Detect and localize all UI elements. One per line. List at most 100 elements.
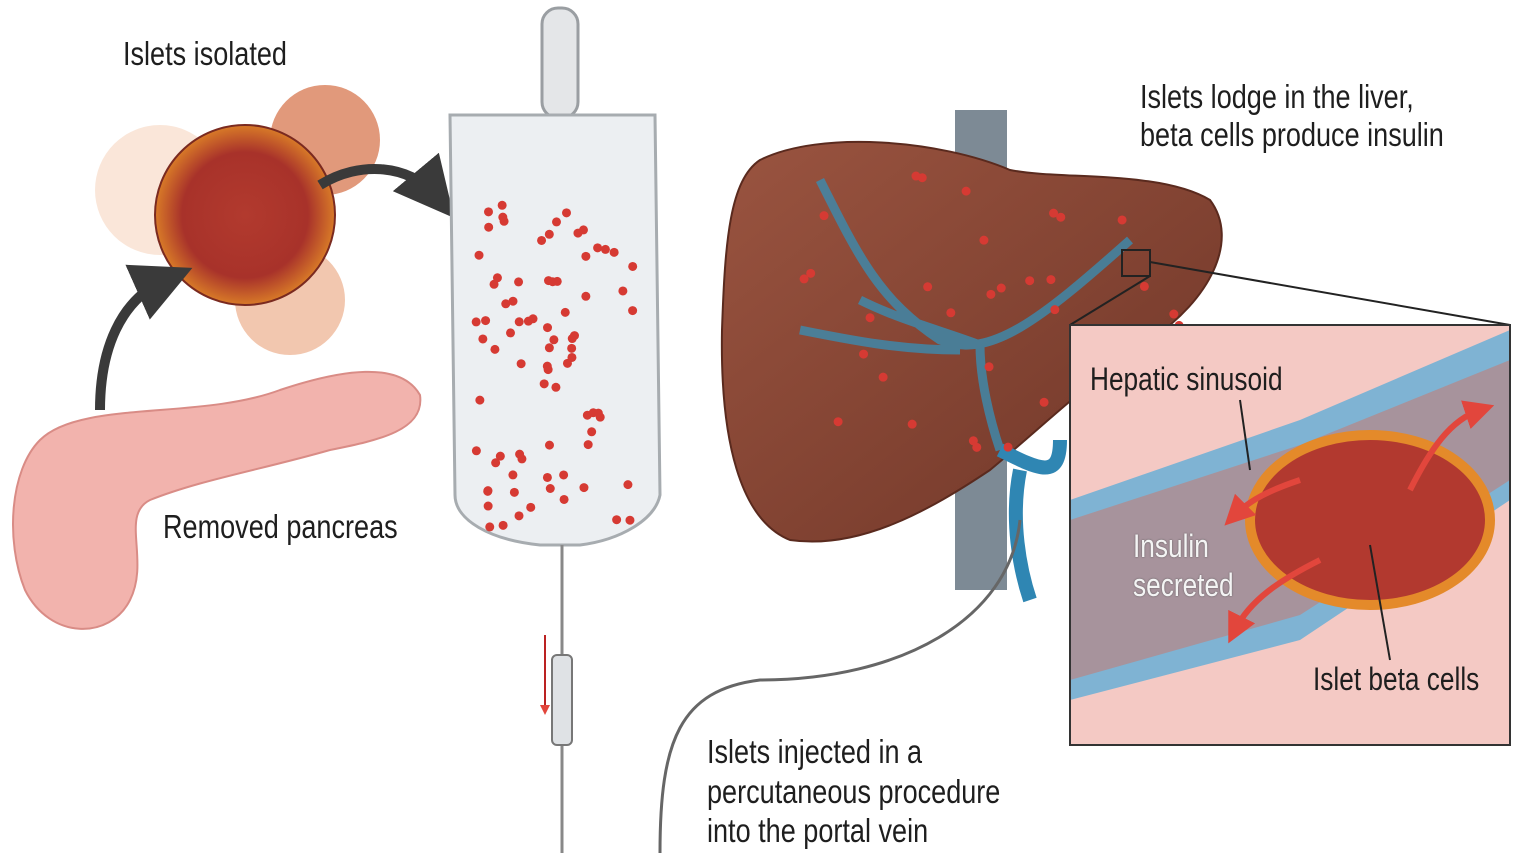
islet-dot — [1169, 309, 1179, 319]
islet-dot — [515, 449, 525, 459]
islet-dot — [623, 480, 633, 490]
islet-dot — [537, 235, 547, 245]
islet-dot — [865, 313, 875, 323]
islet-dot — [1050, 305, 1060, 315]
islet-dot — [474, 250, 484, 260]
islet-dot — [548, 277, 558, 287]
islet-dot — [833, 417, 843, 427]
islet-dot — [514, 511, 524, 521]
islet-dot — [552, 217, 562, 227]
islet-dot — [1117, 215, 1127, 225]
islet-dot — [628, 306, 638, 316]
label-liver-line1: Islets lodge in the liver, — [1140, 78, 1414, 115]
islet-dot — [609, 247, 619, 257]
islet-dot — [567, 352, 577, 362]
islet-dot — [569, 331, 579, 341]
sinusoid-inset — [1070, 325, 1510, 745]
islet-dot — [806, 268, 816, 278]
arrow-islets-to-bag — [317, 152, 455, 219]
islet-dot — [1046, 275, 1056, 285]
isolated-islet-cluster — [95, 85, 380, 355]
islet-dot — [471, 317, 481, 327]
label-hepatic-sinusoid: Hepatic sinusoid — [1090, 361, 1283, 397]
islet-dot — [478, 334, 488, 344]
islet-dot — [583, 440, 593, 450]
islet-dot — [579, 483, 589, 493]
label-removed-pancreas: Removed pancreas — [163, 508, 398, 545]
islet-dot — [1056, 212, 1066, 222]
islet-dot — [484, 222, 494, 232]
islet-dot — [559, 470, 569, 480]
islet-dot — [561, 208, 571, 218]
islet-dot — [475, 395, 485, 405]
islet-dot — [516, 359, 526, 369]
islet-dot — [625, 515, 635, 525]
islet-dot — [543, 323, 553, 333]
islet-dot — [514, 277, 524, 287]
islet-dot — [549, 335, 559, 345]
islet-dot — [483, 486, 493, 496]
islet-dot — [859, 349, 869, 359]
islet-dot — [1025, 276, 1035, 286]
islet-dot — [509, 487, 519, 497]
islet-dot — [907, 419, 917, 429]
islet-dot — [506, 328, 516, 338]
arrow-pancreas-to-islets — [95, 264, 193, 411]
islet-dots — [471, 200, 638, 532]
label-injected-line3: into the portal vein — [707, 812, 929, 849]
islet-dot — [495, 451, 505, 461]
islet-dot — [612, 515, 622, 525]
islet-dot — [799, 274, 809, 284]
islet-dot — [544, 229, 554, 239]
islet-dot — [593, 243, 603, 253]
islet-dot — [501, 299, 511, 309]
islet-dot — [588, 408, 598, 418]
islet-dot — [1003, 442, 1013, 452]
islet-dot — [946, 308, 956, 318]
islet-dot — [551, 382, 561, 392]
islet-dot — [514, 317, 524, 327]
islet-dot — [618, 286, 628, 296]
islet-dot — [526, 502, 536, 512]
islet-dot — [628, 261, 638, 271]
iv-bag — [448, 6, 662, 853]
islet-dot — [491, 458, 501, 468]
islet-dot — [567, 343, 577, 353]
label-injected-line2: percutaneous procedure — [707, 773, 1001, 810]
islet-dot — [544, 343, 554, 353]
islet-dot — [542, 472, 552, 482]
label-insulin: Insulin — [1133, 528, 1209, 564]
islet-dot — [559, 494, 569, 504]
islet-dot — [498, 212, 508, 222]
islet-dot — [917, 173, 927, 183]
islet-dot — [523, 316, 533, 326]
islet-dot — [581, 251, 591, 261]
islet-dot — [497, 200, 507, 210]
islet-dot — [483, 501, 493, 511]
islet-dot — [587, 427, 597, 437]
islet-dot — [539, 379, 549, 389]
islet-dot — [490, 344, 500, 354]
islet-dot — [923, 282, 933, 292]
label-secreted: secreted — [1133, 567, 1234, 603]
islet-dot — [996, 283, 1006, 293]
islet-dot — [545, 484, 555, 494]
islet-dot — [481, 316, 491, 326]
islet-dot — [483, 207, 493, 217]
label-islets-isolated: Islets isolated — [123, 35, 287, 72]
islet-dot — [508, 296, 518, 306]
islet-dot — [986, 289, 996, 299]
islet-dot — [961, 186, 971, 196]
islet-dot — [498, 520, 508, 530]
islet-dot — [1049, 208, 1059, 218]
islet-dot — [979, 235, 989, 245]
islet-dot — [508, 470, 518, 480]
islet-dot — [878, 372, 888, 382]
islet-dot — [492, 273, 502, 283]
islet-dot — [485, 522, 495, 532]
catheter — [658, 519, 1022, 853]
islet-dot — [573, 228, 583, 238]
label-liver-line2: beta cells produce insulin — [1140, 116, 1444, 153]
